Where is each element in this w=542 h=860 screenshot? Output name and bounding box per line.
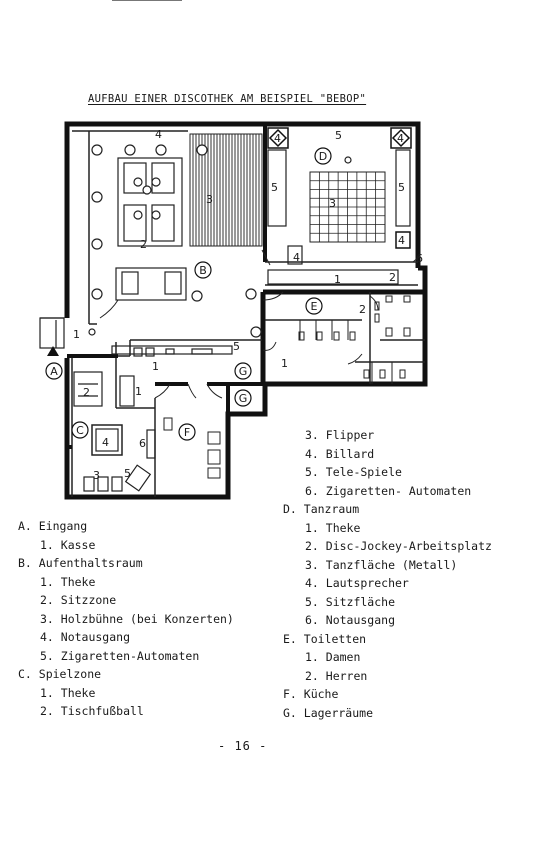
round-tables <box>88 144 352 338</box>
bar-counters <box>111 269 399 407</box>
label-d3: 3 <box>329 197 336 210</box>
legend-c-head: C. Spielzone <box>18 667 102 681</box>
legend-left-column: A. Eingang 1. Kasse B. Aufenthaltsraum 1… <box>18 517 234 721</box>
legend-c-item: 1. Theke <box>40 685 96 700</box>
page-number: - 16 - <box>218 739 268 753</box>
label-c6: 6 <box>139 437 146 450</box>
legend-d-item: 3. Tanzfläche (Metall) <box>305 557 458 572</box>
legend-b-head: B. Aufenthaltsraum <box>18 556 143 570</box>
legend-right-column: 3. Flipper 4. Billard 5. Tele-Spiele 6. … <box>283 426 492 722</box>
label-d4-tl: 4 <box>274 132 281 145</box>
legend-c-item: 3. Flipper <box>305 428 375 442</box>
label-a1: 1 <box>73 328 80 341</box>
label-c4: 4 <box>102 436 109 449</box>
legend-e-item: 1. Damen <box>305 650 361 664</box>
label-b4: 4 <box>155 128 162 141</box>
label-c5: 5 <box>124 467 131 480</box>
entrance <box>39 317 65 349</box>
speaker-icons <box>267 127 412 249</box>
legend-c-item: 2. Tischfußball <box>40 704 144 718</box>
label-c2: 2 <box>83 386 90 399</box>
legend-e-item: 2. Herren <box>305 668 368 683</box>
label-e1: 1 <box>281 357 288 370</box>
label-d5-top: 5 <box>335 129 342 142</box>
label-b3: 3 <box>206 193 213 206</box>
area-g1-label: G <box>239 365 248 378</box>
legend-d-item: 1. Theke <box>305 520 361 535</box>
seating-booths <box>115 149 411 301</box>
legend-d-item: 6. Notausgang <box>305 613 396 627</box>
label-c3: 3 <box>93 469 100 482</box>
legend-b-item: 3. Holzbühne (bei Konzerten) <box>40 611 234 626</box>
legend-d-item: 2. Disc-Jockey-Arbeitsplatz <box>305 539 492 553</box>
legend-d-item: 5. Sitzfläche <box>305 594 396 609</box>
legend-d-item: 4. Lautsprecher <box>305 576 409 590</box>
legend-d-head: D. Tanzraum <box>283 502 360 516</box>
dance-floor-grid <box>309 171 386 243</box>
area-b-marker <box>194 261 212 279</box>
area-c-marker <box>71 421 89 439</box>
area-g2-marker <box>234 389 252 407</box>
label-d4-tr: 4 <box>397 132 404 145</box>
legend-b-item: 5. Zigaretten-Automaten <box>40 648 200 663</box>
area-f-marker <box>178 423 196 441</box>
label-d5-right: 5 <box>398 181 405 194</box>
legend-f-head: F. Küche <box>283 687 339 701</box>
area-d-label: D <box>319 150 327 163</box>
area-b-label: B <box>199 264 207 277</box>
legend-b-item: 1. Theke <box>40 574 96 589</box>
legend-e-head: E. Toiletten <box>283 631 367 646</box>
kitchen-appliances <box>163 417 221 479</box>
scan-mark <box>112 0 182 1</box>
label-d6: 6 <box>416 252 423 265</box>
partitions <box>67 354 265 449</box>
legend-b-item: 2. Sitzzone <box>40 593 117 607</box>
label-c1: 1 <box>135 385 142 398</box>
legend-c-item: 4. Billard <box>305 446 375 461</box>
outer-walls <box>64 121 428 500</box>
area-c-label: C <box>76 424 84 437</box>
floor-plan: A B C D E F G G 4 2 3 5 1 1 5 5 5 3 4 4 … <box>39 121 428 500</box>
page-title: AUFBAU EINER DISCOTHEK AM BEISPIEL "BEBO… <box>88 93 367 105</box>
label-d1: 1 <box>334 273 341 286</box>
area-e-label: E <box>311 300 318 313</box>
label-b1: 1 <box>152 360 159 373</box>
label-b2: 2 <box>140 238 147 251</box>
area-markers: A B C D E F G G <box>45 147 332 441</box>
label-d2: 2 <box>389 271 396 284</box>
area-g2-label: G <box>239 392 248 405</box>
legend-a-item: 1. Kasse <box>40 537 96 552</box>
area-g1-marker <box>234 362 252 380</box>
area-a-label: A <box>50 365 58 378</box>
legend-b-item: 4. Notausgang <box>40 630 131 644</box>
label-b5: 5 <box>233 340 240 353</box>
entrance-arrow-icon <box>47 346 59 356</box>
label-d4-br: 4 <box>398 234 405 247</box>
area-e-marker <box>305 297 323 315</box>
area-f-label: F <box>184 426 190 439</box>
label-d5-left: 5 <box>271 181 278 194</box>
game-zone-furniture <box>73 371 156 492</box>
legend-c-item: 6. Zigaretten- Automaten <box>305 483 472 498</box>
legend-c-item: 5. Tele-Spiele <box>305 465 402 479</box>
area-d-marker <box>314 147 332 165</box>
door-swings <box>99 249 421 399</box>
label-e2: 2 <box>359 303 366 316</box>
plan-number-labels: 4 2 3 5 1 1 5 5 5 3 4 4 4 4 1 2 6 2 1 2 … <box>73 128 423 482</box>
legend-a-head: A. Eingang <box>18 519 88 533</box>
area-a-marker <box>45 362 63 380</box>
label-d4-bl: 4 <box>293 251 300 264</box>
toilet-stalls <box>298 295 411 384</box>
legend-g-head: G. Lagerräume <box>283 705 374 720</box>
